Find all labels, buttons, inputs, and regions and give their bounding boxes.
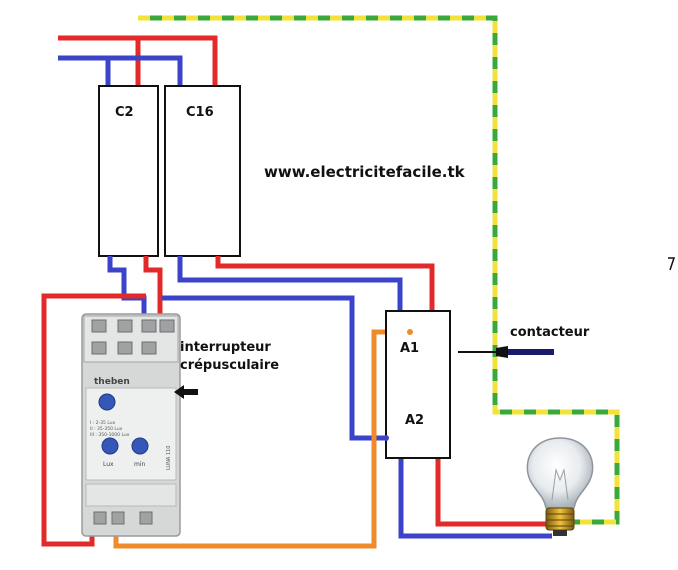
earth-wire-yellow xyxy=(138,15,620,525)
relay-knob2-caption: min xyxy=(134,461,146,468)
relay-label-line2: crépusculaire xyxy=(180,358,279,373)
relay-model: LUNA 110 xyxy=(166,446,172,471)
relay-spec-line-2: II : 35-350 Lux xyxy=(90,426,123,432)
relay-label-line1: interrupteur xyxy=(180,340,271,355)
breaker-c16-label: C16 xyxy=(186,105,214,120)
c16-neutral-to-contactor xyxy=(177,256,403,311)
supply-wires xyxy=(58,35,218,86)
earth-wire xyxy=(138,15,620,525)
relay-knob-min[interactable] xyxy=(131,437,149,455)
contactor-label: contacteur xyxy=(510,325,590,340)
relay-knob-top[interactable] xyxy=(98,393,116,411)
twilight-switch: theben Lux min I : 2-35 Lux II : 35-350 … xyxy=(81,313,181,537)
light-bulb-icon xyxy=(526,437,594,536)
relay-spec-line-1: I : 2-35 Lux xyxy=(90,420,116,426)
c16-phase-to-contactor xyxy=(215,256,435,311)
c2-neutral-to-relay xyxy=(107,256,147,318)
contactor-a2-terminal-dot xyxy=(383,435,389,441)
contactor-a1-terminal-dot xyxy=(407,329,413,335)
neutral-to-a2 xyxy=(162,295,386,441)
breaker-c2: C2 xyxy=(98,85,159,257)
phase-supply xyxy=(58,35,218,86)
relay-top-terminals xyxy=(91,319,175,355)
multimeter-probe-icon xyxy=(458,346,554,358)
c2-phase-to-relay xyxy=(143,256,163,318)
contactor-neutral-to-lamp xyxy=(398,458,552,539)
contactor-terminal-a1: A1 xyxy=(400,341,419,356)
edge-mark xyxy=(668,257,676,271)
arrow-left-icon xyxy=(174,385,198,399)
relay-bottom-terminals xyxy=(93,511,153,525)
breaker-c2-label: C2 xyxy=(115,105,134,120)
website-label: www.electricitefacile.tk xyxy=(264,163,466,181)
contactor: A1 A2 xyxy=(383,310,451,459)
breaker-c16: C16 xyxy=(164,85,241,257)
contactor-phase-to-lamp xyxy=(435,458,548,527)
relay-brand: theben xyxy=(94,377,130,387)
relay-knob-lux[interactable] xyxy=(101,437,119,455)
contactor-terminal-a2: A2 xyxy=(405,413,424,428)
neutral-supply xyxy=(58,55,183,86)
relay-spec-line-3: III : 350-1000 Lux xyxy=(90,432,130,438)
relay-knob1-caption: Lux xyxy=(103,461,114,468)
